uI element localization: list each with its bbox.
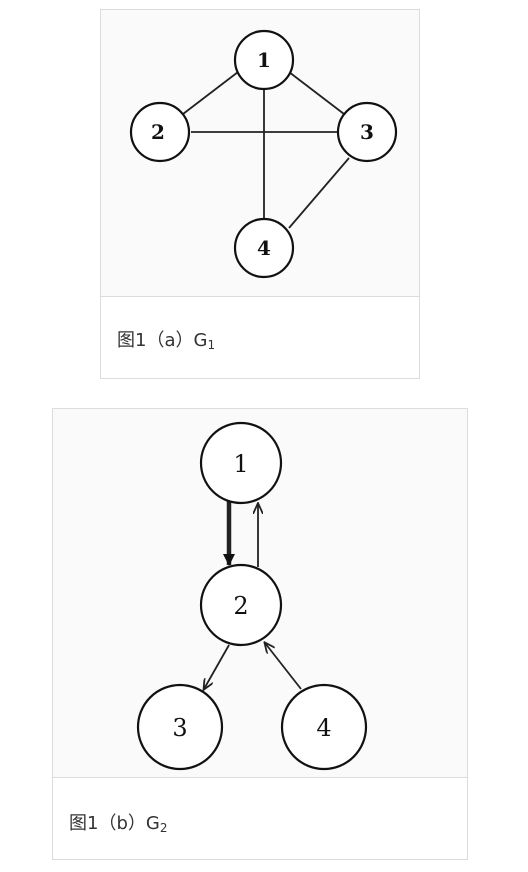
node-2: 2 bbox=[199, 563, 283, 647]
figure-b-caption-sub: 2 bbox=[159, 821, 168, 835]
figure-b: 1 2 3 4 图1（b）G2 bbox=[52, 408, 468, 860]
node-3-label: 3 bbox=[172, 714, 187, 742]
node-4: 4 bbox=[280, 683, 368, 771]
figure-b-caption: 图1（b）G2 bbox=[69, 809, 167, 835]
node-1-label: 1 bbox=[233, 450, 248, 478]
figure-a-caption-text: 图1（a）G bbox=[117, 330, 208, 351]
graph-g1: 1 2 3 4 bbox=[101, 10, 419, 296]
figure-b-caption-text: 图1（b）G bbox=[69, 813, 160, 834]
graph-g2: 1 2 3 4 bbox=[53, 409, 467, 777]
node-3: 3 bbox=[336, 101, 398, 163]
figure-a-divider bbox=[101, 296, 419, 297]
node-4-label: 4 bbox=[316, 714, 331, 742]
node-4-label: 4 bbox=[257, 236, 271, 260]
edge-2-to-3 bbox=[204, 644, 230, 689]
node-1: 1 bbox=[233, 29, 295, 91]
figure-a-caption: 图1（a）G1 bbox=[117, 326, 215, 352]
node-4: 4 bbox=[233, 217, 295, 279]
edge-3-4 bbox=[288, 157, 350, 229]
edge-4-to-2 bbox=[265, 643, 302, 690]
graph-g1-svg: 1 2 3 4 bbox=[129, 29, 398, 279]
node-2: 2 bbox=[129, 101, 191, 163]
node-3-label: 3 bbox=[360, 120, 374, 144]
edge-1-3 bbox=[288, 71, 345, 115]
figure-b-divider bbox=[53, 777, 467, 778]
figure-a: 1 2 3 4 图1（a）G1 bbox=[100, 9, 420, 379]
edge-1-2 bbox=[182, 71, 239, 115]
graph-g2-svg: 1 2 3 4 bbox=[136, 421, 368, 771]
node-3: 3 bbox=[136, 683, 224, 771]
node-2-label: 2 bbox=[233, 592, 248, 620]
node-2-label: 2 bbox=[151, 120, 165, 144]
node-1-label: 1 bbox=[257, 48, 271, 72]
figure-a-caption-sub: 1 bbox=[207, 338, 216, 352]
node-1: 1 bbox=[199, 421, 283, 505]
